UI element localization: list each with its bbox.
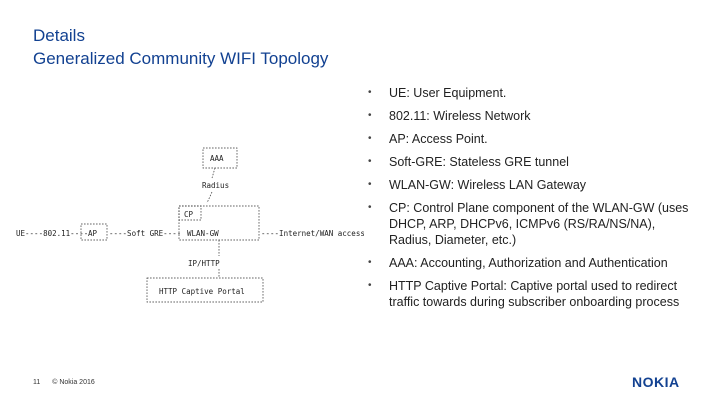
ue-label: UE----802.11---- <box>16 229 88 238</box>
list-item: CP: Control Plane component of the WLAN-… <box>368 200 698 248</box>
definition-list: UE: User Equipment. 802.11: Wireless Net… <box>368 85 698 317</box>
list-item: WLAN-GW: Wireless LAN Gateway <box>368 177 698 193</box>
list-item: 802.11: Wireless Network <box>368 108 698 124</box>
nokia-logo: NOKIA <box>632 374 680 390</box>
aaa-label: AAA <box>210 154 224 163</box>
radius-label: Radius <box>202 181 229 190</box>
slide-subtitle: Generalized Community WIFI Topology <box>33 49 329 68</box>
radius-link <box>206 191 213 204</box>
list-item: AP: Access Point. <box>368 131 698 147</box>
copyright: © Nokia 2016 <box>52 379 95 386</box>
wlan-gw-label: WLAN-GW <box>187 229 219 238</box>
list-item: UE: User Equipment. <box>368 85 698 101</box>
portal-box <box>146 277 264 303</box>
topology-diagram: AAA Radius CP WLAN-GW AP UE----802.11---… <box>16 147 364 303</box>
ap-label: AP <box>88 229 98 238</box>
footer: 11 © Nokia 2016 <box>33 379 95 386</box>
portal-label: HTTP Captive Portal <box>159 287 245 296</box>
page-number: 11 <box>33 379 41 386</box>
title-block: Details Generalized Community WIFI Topol… <box>33 24 328 70</box>
aaa-link <box>211 167 216 179</box>
slide-title: Details <box>33 26 85 45</box>
list-item: HTTP Captive Portal: Captive portal used… <box>368 278 698 310</box>
list-item: AAA: Accounting, Authorization and Authe… <box>368 255 698 271</box>
internet-label: ----Internet/WAN access <box>261 229 364 238</box>
soft-gre-label: ----Soft GRE---- <box>109 229 181 238</box>
ip-http-label: IP/HTTP <box>188 259 220 268</box>
ap-box <box>80 223 108 241</box>
list-item: Soft-GRE: Stateless GRE tunnel <box>368 154 698 170</box>
cp-label: CP <box>184 210 194 219</box>
